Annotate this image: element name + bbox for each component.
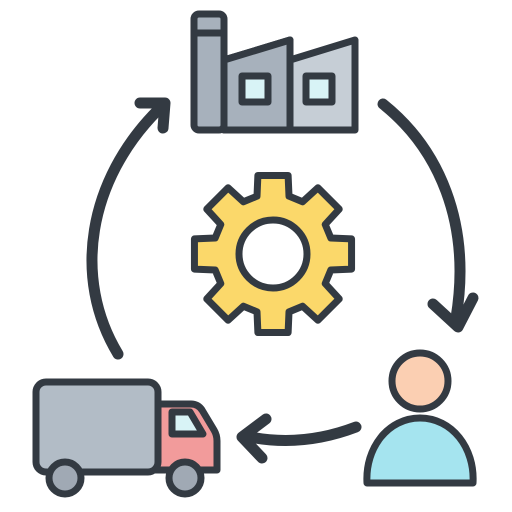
arrowhead-truck-to-factory-icon [134, 97, 171, 134]
truck-cab-window [168, 408, 207, 438]
truck-cargo [32, 378, 162, 476]
delivery-truck-icon [32, 378, 221, 498]
gear-icon [190, 171, 356, 337]
arrow-customer-to-truck-icon [244, 421, 362, 446]
factory-window-right [302, 72, 336, 106]
arrow-truck-to-factory-icon [86, 104, 164, 360]
arrowhead-customer-to-truck-icon [236, 413, 272, 464]
gear-hole [235, 216, 311, 292]
factory-window-left [238, 72, 272, 106]
customer-body [363, 414, 477, 487]
arrowhead-factory-to-customer-icon [427, 292, 479, 333]
customer-icon [363, 349, 477, 487]
cycle-arrows [86, 97, 479, 464]
customer-head [388, 349, 452, 413]
arrow-factory-to-customer-icon [377, 98, 466, 324]
truck-wheel-rear [45, 458, 85, 498]
factory-icon [190, 10, 359, 134]
truck-wheel-front [165, 458, 205, 498]
